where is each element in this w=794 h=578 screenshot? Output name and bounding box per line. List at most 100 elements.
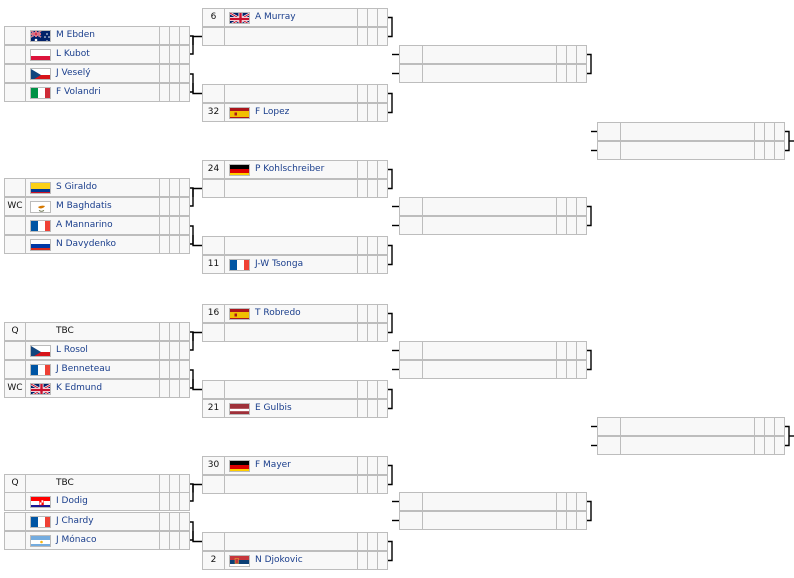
set-score-cell [179, 474, 190, 493]
seed-cell [202, 236, 225, 255]
player-cell[interactable]: L Rosol [25, 341, 160, 360]
bracket-connector [192, 235, 202, 247]
seed-cell [399, 45, 423, 64]
bracket-connector [192, 331, 202, 341]
set-score-cell [179, 379, 190, 398]
player-cell [422, 341, 557, 360]
bracket-slot [399, 360, 587, 379]
player-name: J Chardy [56, 516, 94, 526]
set-score-cell [576, 341, 587, 360]
player-name: T Robredo [255, 308, 301, 318]
set-score-cell [377, 532, 388, 551]
seed-cell [202, 323, 225, 342]
seed-cell: 21 [202, 399, 225, 418]
player-cell[interactable]: J Chardy [25, 512, 160, 531]
seed-cell: 16 [202, 304, 225, 323]
seed-cell: 24 [202, 160, 225, 179]
bracket-slot: 32 F Lopez [202, 103, 388, 122]
seed-cell [4, 83, 26, 102]
bracket-slot: J Veselý [4, 64, 190, 83]
player-name: J Veselý [56, 68, 91, 78]
set-score-cell [377, 236, 388, 255]
set-score-cell [377, 8, 388, 27]
player-cell[interactable]: J-W Tsonga [224, 255, 358, 274]
bracket-slot: A Mannarino [4, 216, 190, 235]
player-name: L Kubot [56, 49, 90, 59]
bracket-slot: 6 A Murray [202, 8, 388, 27]
player-cell[interactable]: P Kohlschreiber [224, 160, 358, 179]
set-score-cell [774, 122, 785, 141]
seed-cell [399, 341, 423, 360]
bracket-slot [202, 27, 388, 46]
bracket-connector [586, 53, 592, 75]
bracket-connector [387, 464, 393, 486]
bracket-slot [597, 436, 785, 455]
set-score-cell [576, 197, 587, 216]
bracket-slot: S Giraldo [4, 178, 190, 197]
set-score-cell [377, 551, 388, 570]
seed-cell: 11 [202, 255, 225, 274]
set-score-cell [179, 235, 190, 254]
bracket-slot: WC M Baghdatis [4, 197, 190, 216]
player-cell[interactable]: A Mannarino [25, 216, 160, 235]
flag-germany-icon [229, 164, 250, 176]
seed-cell [4, 531, 26, 550]
seed-cell [399, 197, 423, 216]
player-name: M Ebden [56, 30, 95, 40]
bracket-slot [202, 236, 388, 255]
bracket-connector [192, 379, 202, 391]
player-cell[interactable]: J Veselý [25, 64, 160, 83]
bracket-slot [597, 141, 785, 160]
player-cell[interactable]: F Volandri [25, 83, 160, 102]
seed-cell [399, 64, 423, 83]
player-cell[interactable]: K Edmund [25, 379, 160, 398]
bracket-connector [192, 83, 202, 95]
player-cell [422, 64, 557, 83]
player-cell[interactable]: A Murray [224, 8, 358, 27]
player-cell[interactable]: I Dodig [25, 492, 160, 511]
bracket-slot [597, 122, 785, 141]
bracket-slot [399, 45, 587, 64]
player-cell[interactable]: F Mayer [224, 456, 358, 475]
seed-cell [202, 380, 225, 399]
seed-cell: 6 [202, 8, 225, 27]
flag-france-icon [30, 516, 51, 528]
player-name: I Dodig [56, 496, 88, 506]
seed-cell [4, 64, 26, 83]
bracket-slot: J Benneteau [4, 360, 190, 379]
player-cell[interactable]: F Lopez [224, 103, 358, 122]
bracket-connector [387, 388, 393, 410]
flag-uk-icon [229, 12, 250, 24]
player-cell [620, 417, 755, 436]
set-score-cell [377, 323, 388, 342]
player-name: A Mannarino [56, 220, 113, 230]
bracket-connector [192, 483, 202, 493]
player-cell[interactable]: M Baghdatis [25, 197, 160, 216]
bracket-slot [597, 417, 785, 436]
player-cell[interactable]: N Davydenko [25, 235, 160, 254]
player-cell[interactable]: E Gulbis [224, 399, 358, 418]
player-cell[interactable]: J Benneteau [25, 360, 160, 379]
bracket-slot: F Volandri [4, 83, 190, 102]
bracket-connector [387, 540, 393, 562]
player-name: F Volandri [56, 87, 101, 97]
set-score-cell [377, 399, 388, 418]
player-cell[interactable]: L Kubot [25, 45, 160, 64]
player-cell[interactable]: T Robredo [224, 304, 358, 323]
set-score-cell [576, 511, 587, 530]
bracket-connector [192, 187, 202, 197]
seed-cell [399, 216, 423, 235]
seed-cell [202, 475, 225, 494]
set-score-cell [179, 531, 190, 550]
player-name: N Djokovic [255, 555, 303, 565]
player-cell[interactable]: M Ebden [25, 26, 160, 45]
player-cell[interactable]: S Giraldo [25, 178, 160, 197]
flag-france-icon [30, 364, 51, 376]
seed-cell: 32 [202, 103, 225, 122]
bracket-slot [202, 475, 388, 494]
seed-cell [202, 84, 225, 103]
player-cell[interactable]: N Djokovic [224, 551, 358, 570]
bracket-connector [586, 500, 592, 522]
player-cell[interactable]: J Mónaco [25, 531, 160, 550]
